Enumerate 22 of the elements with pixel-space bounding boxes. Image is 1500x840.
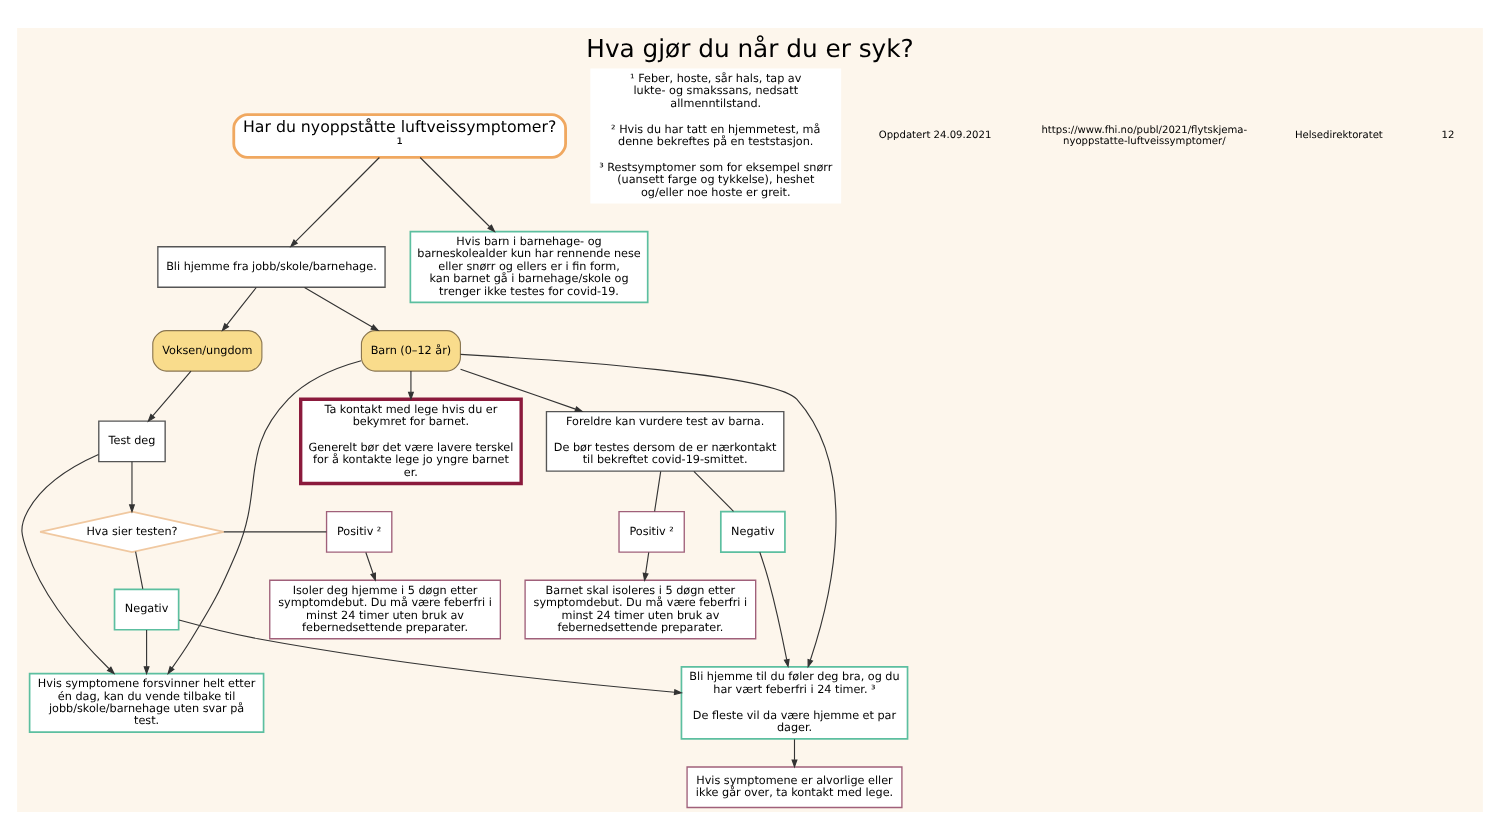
arrow bbox=[143, 629, 150, 676]
connector bbox=[135, 551, 144, 590]
arrow bbox=[791, 738, 798, 769]
arrow bbox=[128, 461, 136, 514]
arrow bbox=[419, 156, 496, 233]
arrow bbox=[289, 156, 380, 248]
arrow bbox=[642, 551, 650, 582]
arrow bbox=[303, 286, 380, 332]
connector bbox=[654, 470, 662, 512]
arrow bbox=[147, 370, 192, 423]
arrow bbox=[460, 368, 584, 412]
arrow bbox=[407, 370, 415, 401]
connector bbox=[693, 470, 735, 512]
arrow bbox=[21, 454, 116, 675]
arrow bbox=[759, 551, 790, 669]
connector bbox=[223, 531, 327, 533]
arrow bbox=[460, 353, 837, 669]
diagram-title: Hva gjør du når du er syk? bbox=[586, 34, 914, 63]
arrow bbox=[167, 360, 362, 675]
arrow bbox=[365, 551, 376, 582]
arrow bbox=[178, 619, 683, 696]
arrow bbox=[221, 286, 257, 332]
